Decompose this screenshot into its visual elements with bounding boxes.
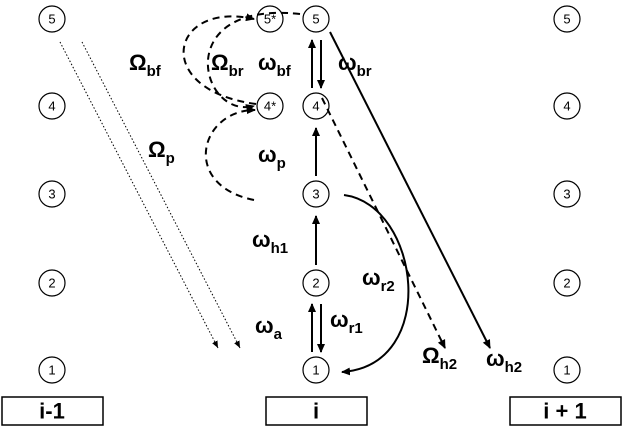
svg-text:Ωp: Ωp (148, 137, 175, 167)
svg-text:3: 3 (312, 187, 319, 202)
state-center-5: 5 (302, 5, 330, 33)
svg-text:2: 2 (563, 276, 570, 291)
state-center-4-excited: 4* (256, 92, 284, 120)
label-omega-bf: Ωbf (129, 50, 162, 80)
svg-text:4: 4 (48, 99, 55, 114)
label-w-h2: ωh2 (486, 346, 522, 376)
label-w-bf: ωbf (258, 50, 292, 80)
svg-text:1: 1 (48, 363, 55, 378)
label-w-r1: ωr1 (330, 307, 363, 337)
svg-text:Ωbr: Ωbr (211, 50, 244, 80)
svg-text:3: 3 (48, 187, 55, 202)
svg-text:5: 5 (312, 12, 319, 27)
state-right-2: 2 (553, 269, 581, 297)
svg-text:1: 1 (563, 363, 570, 378)
label-omega-h2: Ωh2 (422, 343, 457, 373)
column-right: 5 4 3 2 1 (553, 5, 581, 384)
dashed-curve-bf (182, 13, 257, 105)
svg-text:1: 1 (312, 363, 319, 378)
column-center: 5 5* 4 4* 3 2 1 (256, 5, 330, 384)
svg-text:5: 5 (48, 12, 55, 27)
svg-text:ωa: ωa (255, 313, 283, 343)
state-right-1: 1 (553, 356, 581, 384)
svg-text:ωh1: ωh1 (252, 227, 288, 257)
state-center-5-excited: 5* (256, 5, 284, 33)
state-left-5: 5 (38, 5, 66, 33)
column-left: 5 4 3 2 1 (38, 5, 66, 384)
svg-text:4: 4 (563, 99, 570, 114)
svg-text:ωbf: ωbf (258, 50, 292, 80)
state-right-3: 3 (553, 180, 581, 208)
dotted-arrow-1 (59, 41, 219, 349)
dashed-curve-p (204, 106, 256, 201)
state-center-1: 1 (302, 356, 330, 384)
label-w-br: ωbr (338, 50, 372, 80)
svg-text:2: 2 (48, 276, 55, 291)
svg-text:5: 5 (563, 12, 570, 27)
state-left-1: 1 (38, 356, 66, 384)
arrow-to-h2-solid (329, 31, 491, 349)
box-left: i-1 (1, 396, 104, 426)
svg-text:5*: 5* (264, 12, 276, 27)
label-w-p: ωp (258, 142, 286, 172)
svg-text:Ωbf: Ωbf (129, 50, 162, 80)
svg-text:2: 2 (312, 276, 319, 291)
state-center-3: 3 (302, 180, 330, 208)
label-w-a: ωa (255, 313, 283, 343)
state-left-2: 2 (38, 269, 66, 297)
svg-text:3: 3 (563, 187, 570, 202)
svg-text:i-1: i-1 (39, 399, 65, 424)
svg-text:ωh2: ωh2 (486, 346, 522, 376)
svg-text:i + 1: i + 1 (543, 399, 586, 424)
label-omega-p: Ωp (148, 137, 175, 167)
state-right-4: 4 (553, 92, 581, 120)
dashed-curve-br (207, 11, 301, 112)
svg-text:i: i (313, 399, 319, 424)
state-right-5: 5 (553, 5, 581, 33)
arrow-3-to-1-curve (341, 194, 410, 376)
svg-text:ωr2: ωr2 (362, 265, 395, 295)
state-center-2: 2 (302, 269, 330, 297)
arrow-to-h2-dashed (321, 97, 446, 349)
label-w-r2: ωr2 (362, 265, 395, 295)
box-center: i (265, 396, 368, 426)
svg-text:Ωh2: Ωh2 (422, 343, 457, 373)
label-w-h1: ωh1 (252, 227, 288, 257)
svg-text:ωp: ωp (258, 142, 286, 172)
svg-text:4: 4 (312, 99, 319, 114)
dotted-arrow-2 (81, 41, 241, 349)
box-right: i + 1 (509, 396, 622, 426)
svg-text:ωbr: ωbr (338, 50, 372, 80)
label-omega-br: Ωbr (211, 50, 244, 80)
svg-text:4*: 4* (264, 99, 276, 114)
state-center-4: 4 (302, 92, 330, 120)
svg-text:ωr1: ωr1 (330, 307, 363, 337)
state-left-4: 4 (38, 92, 66, 120)
state-left-3: 3 (38, 180, 66, 208)
